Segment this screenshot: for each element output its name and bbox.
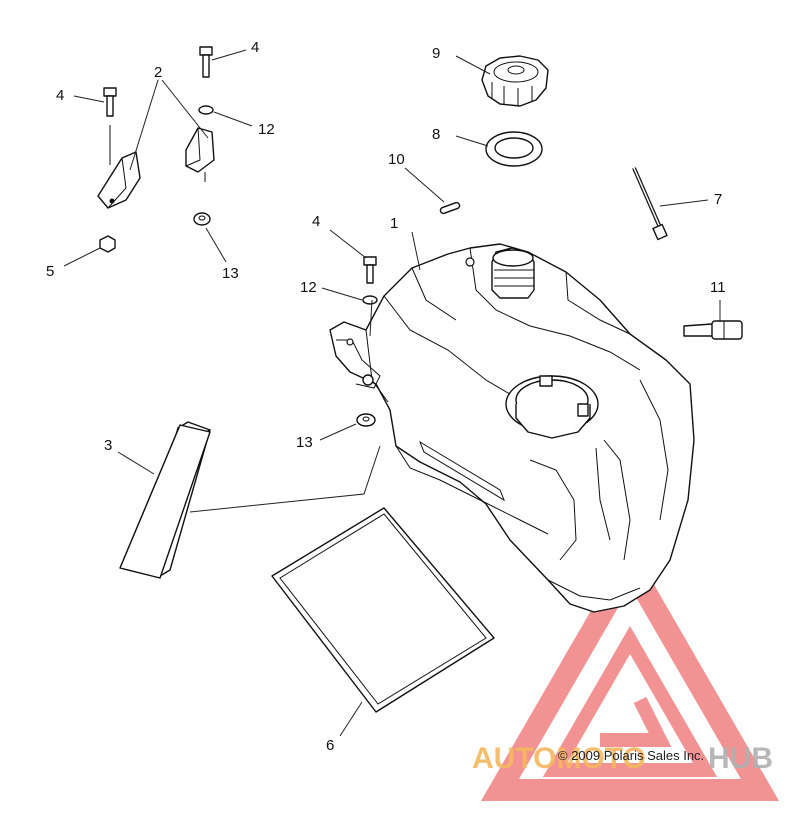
gasket-ring [485,131,543,167]
callout-12-middle: 12 [300,279,317,296]
callout-7: 7 [714,191,722,208]
callout-9: 9 [432,45,440,62]
callout-13-middle: 13 [296,434,313,451]
callout-10: 10 [388,151,405,168]
bracket-right [185,127,215,182]
watermark-text-hub: HUB [708,742,773,775]
callout-2: 2 [154,64,162,81]
grommet-left [193,212,211,226]
callout-4-left: 4 [56,87,64,104]
fuel-tank [329,243,695,613]
washer-top [198,105,214,115]
callout-8: 8 [432,126,440,143]
sender-rod [632,167,668,241]
grommet-middle [356,413,376,427]
foam-strip-front [119,424,211,579]
vent-pin [439,201,461,215]
callout-4-top: 4 [251,39,259,56]
fuel-cap [481,55,549,107]
bolt-left [103,87,117,165]
bracket-left [97,151,141,209]
hose-fitting [683,320,743,340]
callout-6: 6 [326,737,334,754]
tank-pad [271,507,495,713]
watermark-text-automoto: AUTOMOTO [472,742,646,775]
callout-1: 1 [390,215,398,232]
nut [99,235,116,253]
bolt-middle [363,256,377,284]
bolt-top [199,46,213,78]
leader-lines [63,49,721,737]
watermark-logo [480,543,780,801]
callout-4-middle: 4 [312,213,320,230]
copyright-notice: © 2009 Polaris Sales Inc. [558,748,704,763]
callout-11: 11 [710,279,726,296]
washer-middle [362,295,378,305]
callout-13-left: 13 [222,265,239,282]
callout-5: 5 [46,263,54,280]
callout-3: 3 [104,437,112,454]
callout-12-top: 12 [258,121,275,138]
